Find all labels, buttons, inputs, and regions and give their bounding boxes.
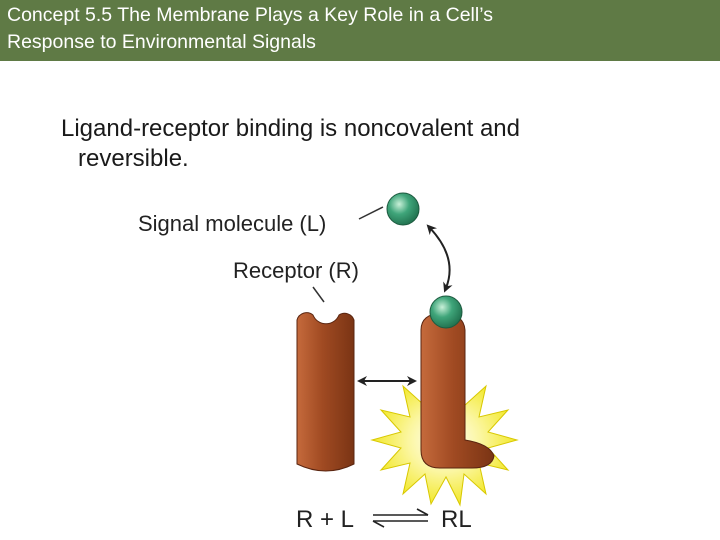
bound-ligand	[429, 295, 463, 329]
bullet-line-1: Ligand-receptor binding is noncovalent a…	[61, 115, 520, 142]
equation-left: R + L	[296, 506, 354, 533]
receptor-leader-line	[312, 286, 325, 303]
bullet-line-2: reversible.	[78, 145, 189, 172]
unbound-receptor	[296, 312, 355, 472]
equilibrium-arrow-forward-head	[416, 508, 429, 516]
equilibrium-arrow-reverse-head	[372, 520, 385, 528]
title-line-1: Concept 5.5 The Membrane Plays a Key Rol…	[7, 4, 493, 26]
bullet-text: Ligand-receptor binding is noncovalent a…	[61, 114, 661, 174]
free-ligand	[386, 192, 420, 226]
receptor-label: Receptor (R)	[233, 258, 359, 283]
title-bar: Concept 5.5 The Membrane Plays a Key Rol…	[0, 0, 720, 61]
title-line-2: Response to Environmental Signals	[7, 31, 316, 53]
signal-leader-line	[358, 206, 384, 220]
signal-molecule-label: Signal molecule (L)	[138, 211, 326, 236]
equation-right: RL	[441, 506, 472, 533]
binding-curved-arrow	[426, 224, 453, 293]
